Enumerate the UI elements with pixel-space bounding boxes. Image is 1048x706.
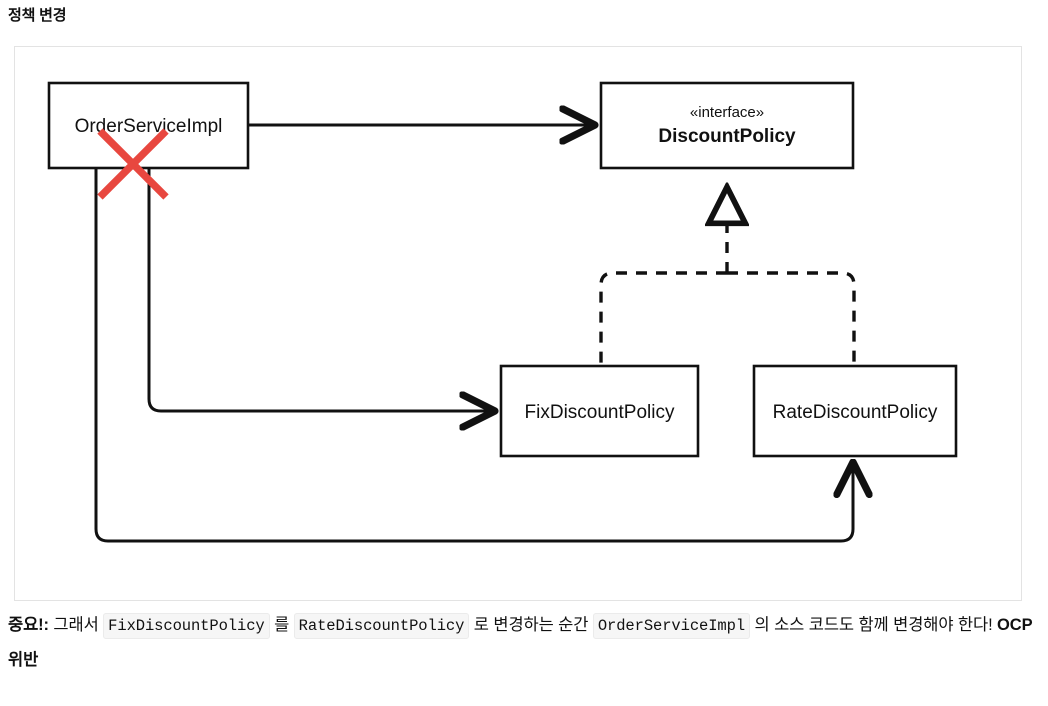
uml-node-fix-discount-policy[interactable]: FixDiscountPolicy [499,364,700,458]
uml-node-stereotype: «interface» [690,104,764,121]
code-rate-discount-policy: RateDiscountPolicy [293,613,470,639]
uml-node-discount-policy[interactable]: «interface» DiscountPolicy [599,81,855,170]
edge-realization-tree [599,187,856,366]
uml-node-label: RateDiscountPolicy [773,402,938,423]
caption-seg4: 의 소스 코드도 함께 변경해야 한다! [750,616,998,634]
code-fix-discount-policy: FixDiscountPolicy [103,613,270,639]
diagram-container: OrderServiceImpl «interface» DiscountPol… [14,46,1022,601]
caption-text: 중요!: 그래서 FixDiscountPolicy 를 RateDiscoun… [8,608,1040,677]
uml-node-label: DiscountPolicy [658,126,796,147]
page-title: 정책 변경 [8,7,67,24]
uml-node-label: FixDiscountPolicy [525,402,675,423]
caption-seg2: 를 [269,616,294,634]
caption-seg3: 로 변경하는 순간 [469,616,593,634]
red-x-icon [97,128,169,200]
uml-class-diagram: OrderServiceImpl «interface» DiscountPol… [47,81,958,543]
caption-lead: 중요!: [8,616,49,634]
edge-impl-to-fix [147,168,495,411]
uml-node-rate-discount-policy[interactable]: RateDiscountPolicy [752,364,958,458]
uml-node-label: OrderServiceImpl [75,116,223,137]
caption-emphasis: OCP 위반 [8,616,1033,669]
edge-impl-to-rate [94,168,853,543]
code-order-service-impl: OrderServiceImpl [592,613,751,639]
uml-node-order-service-impl[interactable]: OrderServiceImpl [47,81,250,170]
caption-seg1: 그래서 [48,616,104,634]
